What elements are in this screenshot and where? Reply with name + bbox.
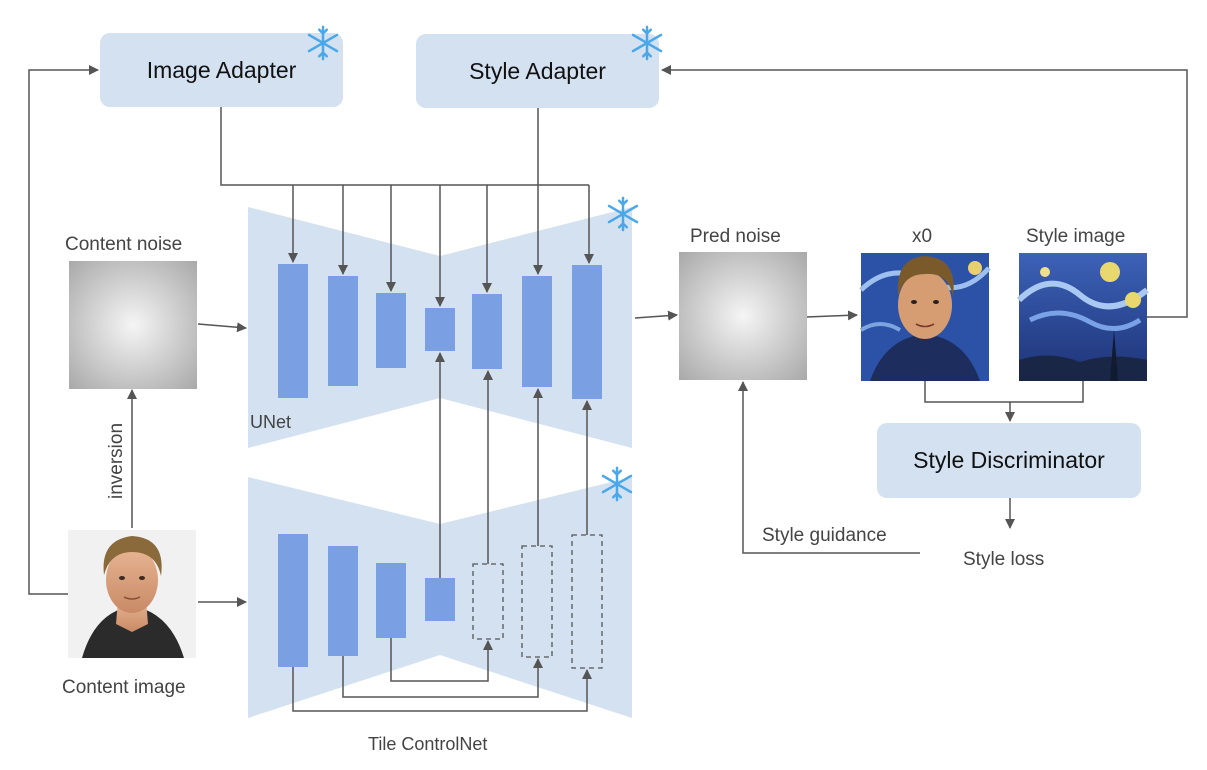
style-discriminator-label: Style Discriminator <box>913 447 1105 473</box>
pred-noise-image <box>679 252 807 380</box>
controlnet-blocks <box>278 534 603 669</box>
style-loss-label: Style loss <box>963 549 1045 570</box>
unet-blocks <box>278 264 602 399</box>
controlnet-block <box>278 534 308 667</box>
controlnet-block <box>328 546 358 656</box>
x0-stylized-image <box>859 253 991 381</box>
unet-block <box>572 265 602 399</box>
controlnet-dashed-block <box>472 563 504 640</box>
unet-block <box>472 294 502 369</box>
unet-block <box>278 264 308 398</box>
x0-label: x0 <box>912 226 933 247</box>
style-image-label: Style image <box>1026 226 1126 247</box>
image-adapter-box: Image Adapter <box>100 33 343 107</box>
connectors <box>28 65 1188 712</box>
style-adapter-label: Style Adapter <box>469 57 606 84</box>
pred-noise-label: Pred noise <box>690 226 781 247</box>
snowflake-icon <box>607 196 639 232</box>
snowflake-icon <box>307 25 339 61</box>
unet-block <box>328 276 358 386</box>
unet-label: UNet <box>250 412 292 432</box>
snowflake-icon <box>601 466 633 502</box>
style-image-painting <box>1016 253 1149 381</box>
unet-block <box>425 308 455 351</box>
content-noise-image <box>69 261 197 389</box>
unet-block <box>522 276 552 387</box>
style-discriminator-box: Style Discriminator <box>877 423 1141 498</box>
snowflake-icon <box>631 25 663 61</box>
controlnet-block <box>425 578 455 621</box>
image-adapter-label: Image Adapter <box>146 56 297 83</box>
controlnet-block <box>376 563 406 638</box>
style-adapter-box: Style Adapter <box>416 34 659 108</box>
content-image-label: Content image <box>62 677 186 698</box>
controlnet-dashed-block <box>521 545 553 658</box>
style-guidance-label: Style guidance <box>762 525 887 546</box>
content-noise-label: Content noise <box>65 234 183 255</box>
content-image-photo <box>68 530 196 658</box>
inversion-label: inversion <box>106 422 127 500</box>
tile-controlnet-label: Tile ControlNet <box>368 734 488 754</box>
unet-block <box>376 293 406 368</box>
